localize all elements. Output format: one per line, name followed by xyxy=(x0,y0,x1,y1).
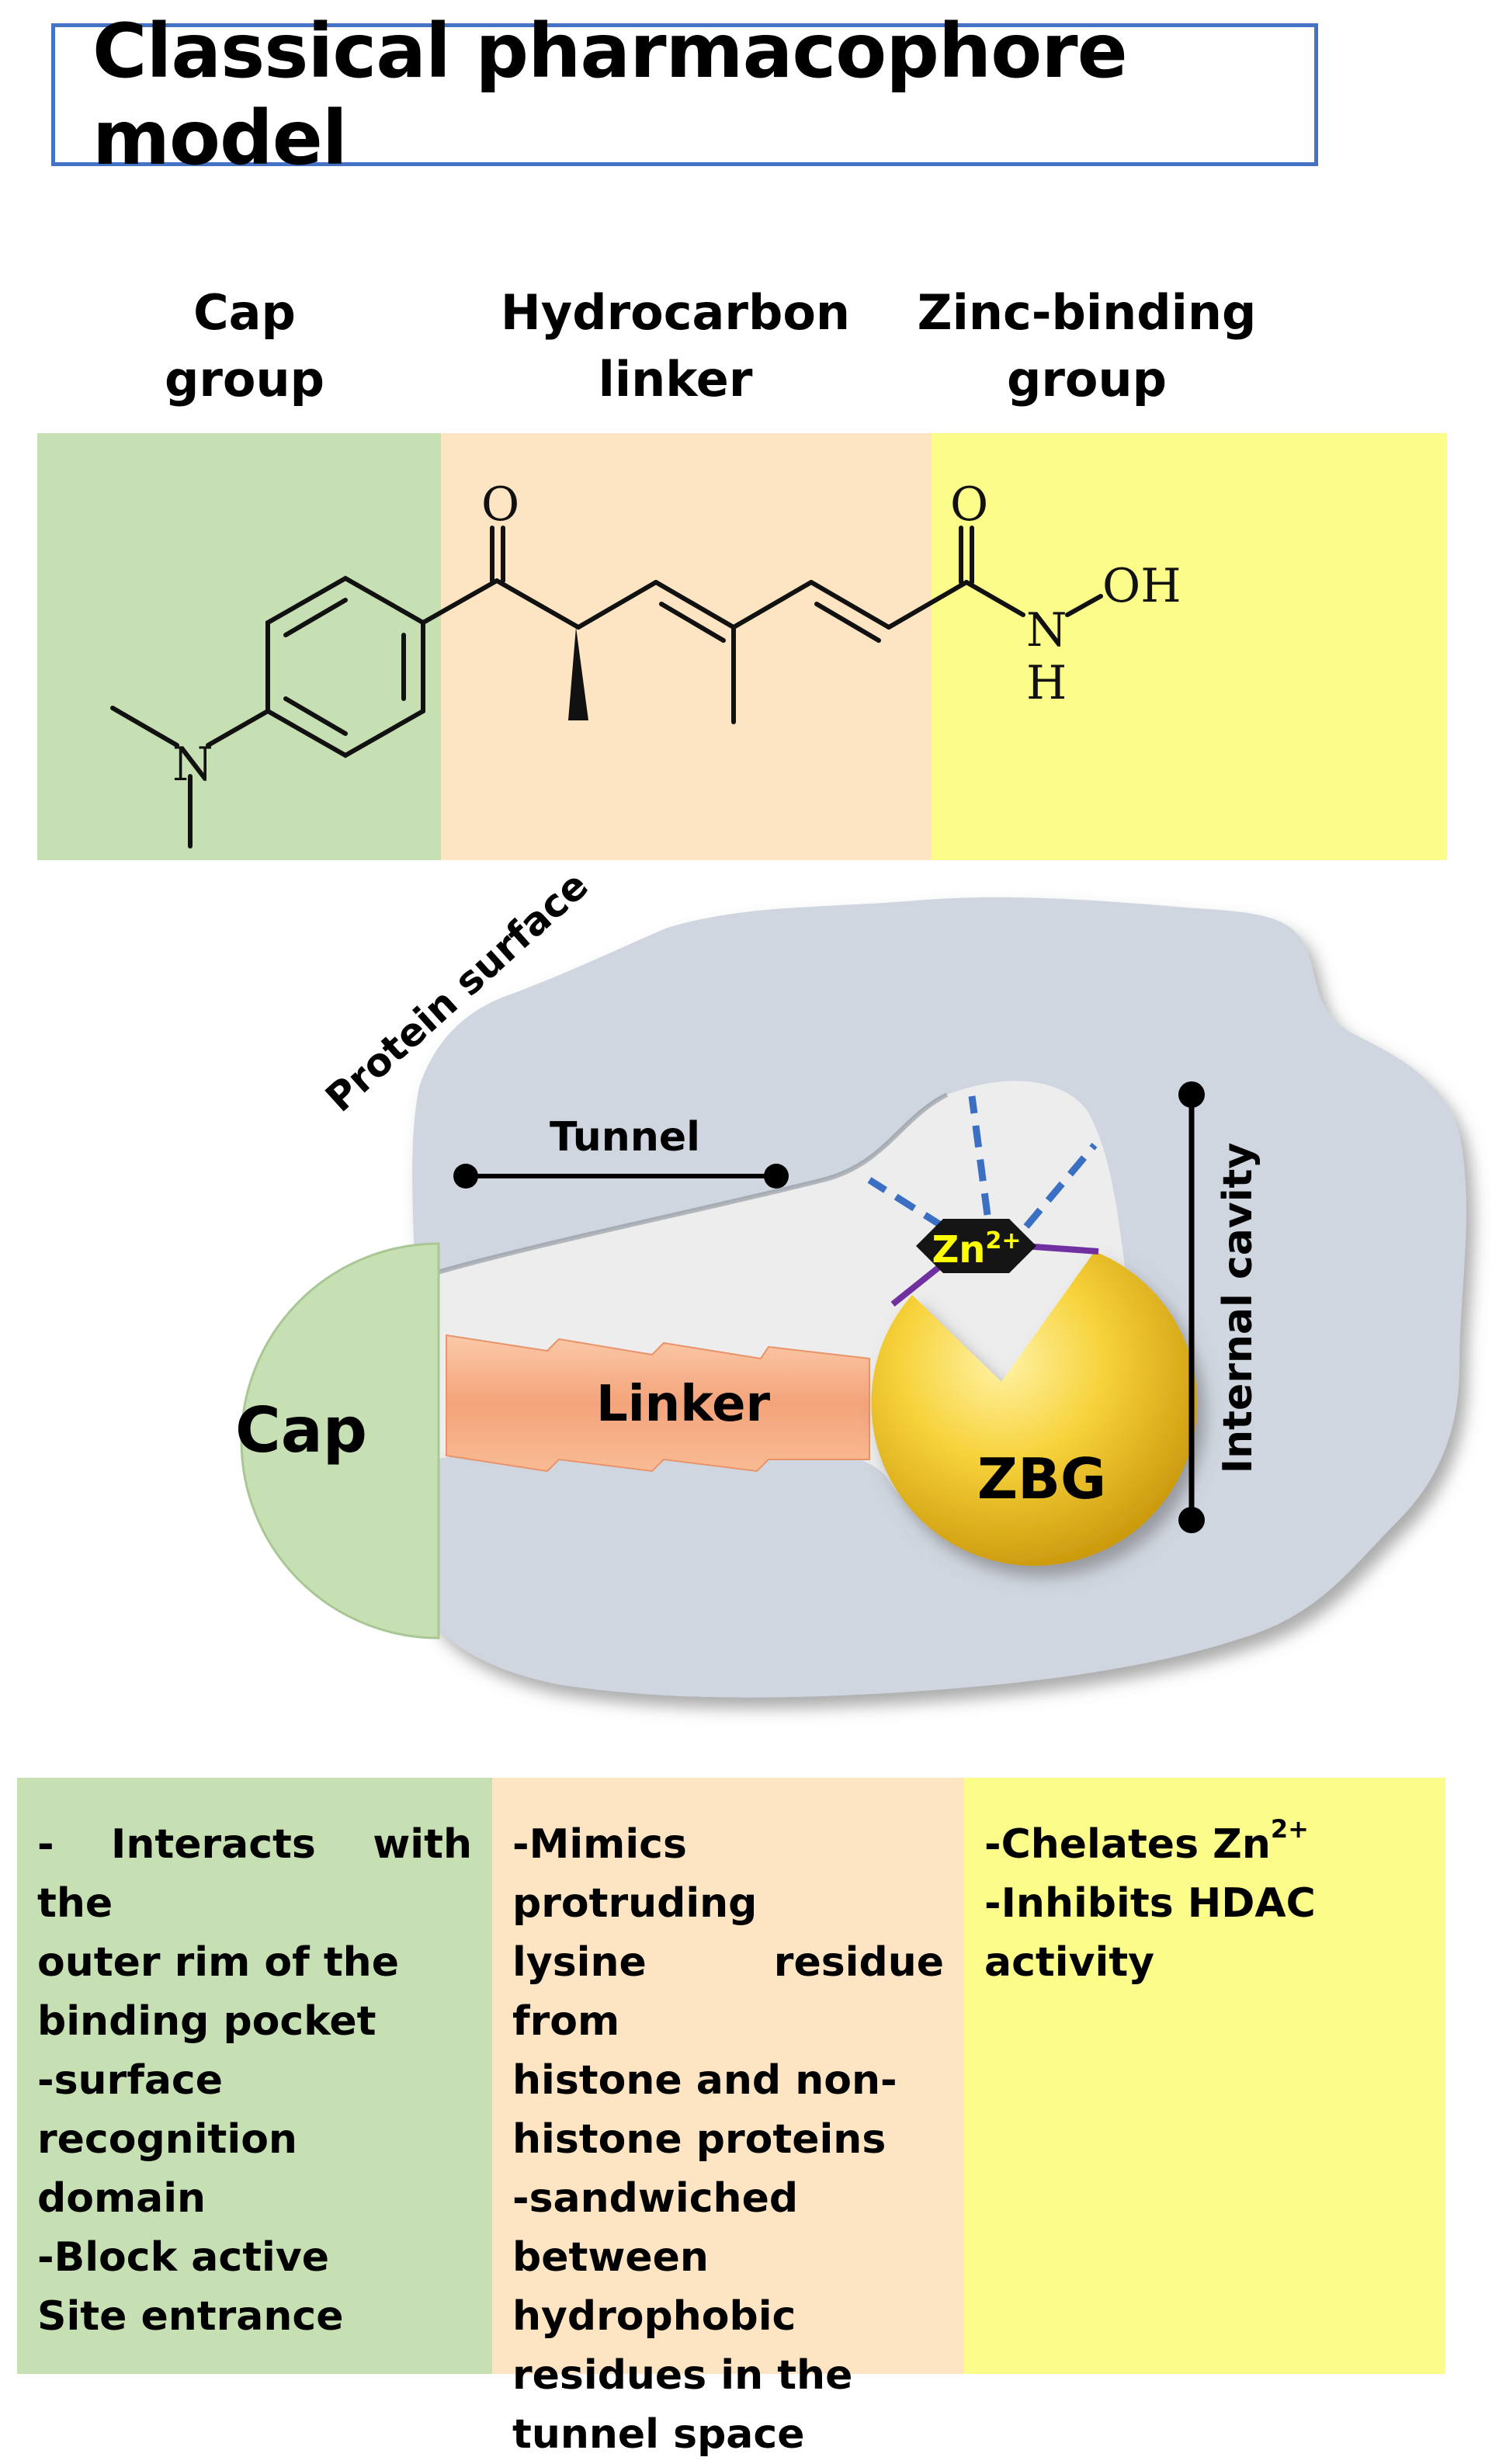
tunnel-bar-end xyxy=(764,1164,789,1189)
cap-band xyxy=(37,433,441,860)
cap-desc-line: binding pocket xyxy=(37,1998,376,2045)
cavity-bar-end xyxy=(1178,1081,1205,1108)
linker-desc-line: histone proteins xyxy=(512,2116,887,2163)
zbg-shape xyxy=(871,1251,1198,1567)
linker-band xyxy=(441,433,932,860)
linker-desc-line: between xyxy=(512,2234,709,2281)
cap-desc-line: - Interacts with the xyxy=(37,1821,472,1927)
alkene-double-bond xyxy=(654,580,736,630)
n-methyl-bond xyxy=(110,706,179,748)
chain-bond xyxy=(494,578,581,630)
coordination-bond xyxy=(968,1095,991,1216)
cap-desc-line: -Block active xyxy=(37,2234,330,2281)
tunnel-label: Tunnel xyxy=(550,1114,700,1161)
zinc-description-box: -Chelates Zn2+ -Inhibits HDAC activity xyxy=(964,1778,1445,2374)
atom-h-amide: H xyxy=(1026,656,1067,710)
coordination-bond xyxy=(1023,1143,1098,1229)
zinc-band xyxy=(932,433,1447,860)
n-oh-bond xyxy=(1065,594,1103,617)
title-box: Classical pharmacophore model xyxy=(51,8,1318,182)
linker-desc-line: residues in the xyxy=(512,2352,853,2399)
linker-desc-line: lysine residue from xyxy=(512,1939,944,2045)
cavity-bar-end xyxy=(1178,1507,1205,1533)
linker-label: Linker xyxy=(596,1376,771,1433)
atom-o-ketone: O xyxy=(481,477,519,532)
chain-bond xyxy=(887,580,969,630)
atom-n-amide: N xyxy=(1026,603,1067,658)
header-zinc-line1: Zinc-binding xyxy=(917,284,1257,341)
atom-o-amide: O xyxy=(950,477,988,532)
ring-double-bond xyxy=(283,598,348,637)
header-zinc-line2: group xyxy=(1006,351,1168,408)
cap-desc-line: recognition domain xyxy=(37,2116,297,2222)
linker-description-box: -Mimics protruding lysine residue from h… xyxy=(492,1778,964,2458)
linker-desc-line: histone and non- xyxy=(512,2057,897,2104)
zinc-desc-line: -Inhibits HDAC xyxy=(984,1880,1316,1927)
atom-n-amine: N xyxy=(172,737,213,792)
header-hydrocarbon-linker: Hydrocarbon linker xyxy=(497,279,854,413)
alkene-double-bond xyxy=(659,602,726,643)
chemical-structure: N O O N H OH xyxy=(110,477,1181,849)
zinc-desc-chelates: -Chelates Zn xyxy=(984,1821,1271,1868)
zinc-desc-charge: 2+ xyxy=(1270,1814,1309,1844)
zinc-ion-hexagon xyxy=(916,1219,1036,1273)
header-cap-line1: Cap xyxy=(193,284,296,341)
cap-desc-line: Site entrance xyxy=(37,2293,344,2340)
amide-n-bond xyxy=(964,580,1025,617)
chain-bond xyxy=(731,580,814,630)
zinc-ion-label: Zn2+ xyxy=(932,1227,1022,1272)
pharmacophore-diagram: Cap Linker ZBG Zn2+ Tunnel Internal cavi… xyxy=(235,862,1466,1698)
alkene-double-bond xyxy=(814,602,881,643)
ring-double-bond xyxy=(283,696,348,736)
header-cap-group: Cap group xyxy=(116,279,373,413)
linker-desc-line: tunnel space xyxy=(512,2411,805,2458)
cap-description-box: - Interacts with the outer rim of the bi… xyxy=(17,1778,492,2374)
linker-desc-line: hydrophobic xyxy=(512,2293,796,2340)
internal-cavity-label: Internal cavity xyxy=(1215,1143,1261,1474)
cap-label: Cap xyxy=(235,1394,367,1466)
ring-carbonyl-bond xyxy=(421,578,499,625)
linker-shape xyxy=(446,1334,870,1473)
zinc-desc-line: activity xyxy=(984,1939,1155,1986)
header-linker-line2: linker xyxy=(598,351,753,408)
zbg-label: ZBG xyxy=(977,1446,1106,1511)
coordination-bond xyxy=(867,1177,946,1230)
linker-desc-line: -sandwiched xyxy=(512,2175,799,2222)
chain-bond xyxy=(576,580,658,630)
tunnel-edge xyxy=(434,1092,949,1275)
page-title: Classical pharmacophore model xyxy=(92,8,1128,182)
header-zinc-binding-group: Zinc-binding group xyxy=(900,279,1273,413)
linker-desc-line: -Mimics protruding xyxy=(512,1821,758,1927)
header-cap-line2: group xyxy=(164,351,325,408)
header-linker-line1: Hydrocarbon xyxy=(500,284,851,341)
tunnel-bar-end xyxy=(453,1164,478,1189)
zn-bond-right xyxy=(1022,1243,1099,1255)
alkene-double-bond xyxy=(809,580,891,630)
wedge-bond xyxy=(568,627,588,720)
ring-n-bond xyxy=(206,709,270,748)
zinc-desc-line: -Chelates Zn2+ xyxy=(984,1815,1425,1874)
atom-oh: OH xyxy=(1102,559,1181,613)
cap-desc-line: outer rim of the xyxy=(37,1939,399,1986)
cap-shape xyxy=(240,1242,440,1640)
cap-desc-line: -surface xyxy=(37,2057,224,2104)
